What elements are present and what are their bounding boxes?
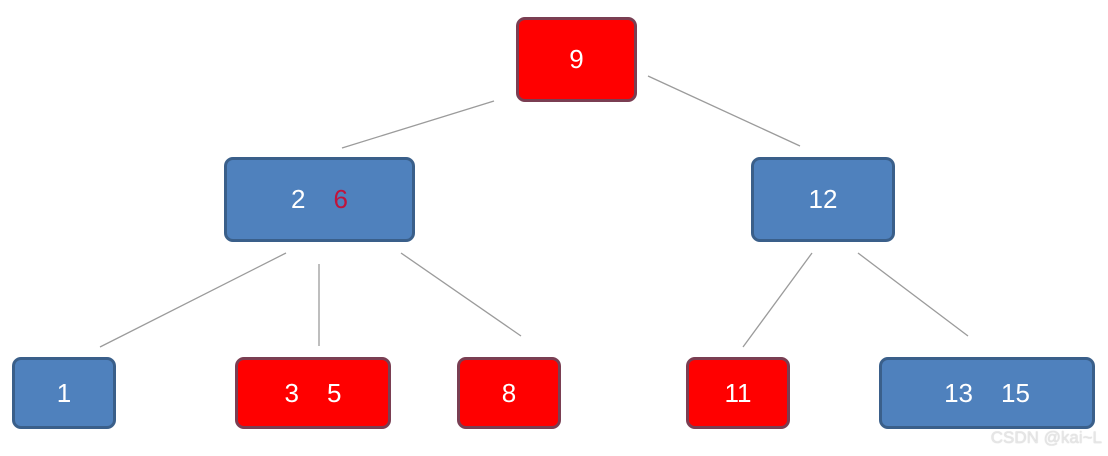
edge-9-to-12 (647, 75, 801, 147)
node-key: 15 (1001, 377, 1030, 408)
edge-9-to-2-6 (341, 100, 495, 149)
node-key: 1 (56, 377, 72, 408)
node-key: 2 (291, 184, 306, 214)
node-key: 9 (569, 44, 584, 74)
tree-node-9: 9 (516, 17, 637, 102)
tree-node-12: 12 (751, 157, 895, 242)
node-key: 3 (284, 377, 299, 408)
node-key: 12 (808, 184, 838, 214)
tree-node-2-6: 2 6 (224, 157, 415, 242)
edge-2-6-to-1 (99, 252, 287, 348)
tree-node-3-5: 3 5 (235, 357, 391, 429)
node-key: 5 (327, 377, 342, 408)
node-key: 8 (501, 377, 517, 408)
tree-node-8: 8 (457, 357, 561, 429)
node-key: 13 (944, 377, 973, 408)
tree-node-1: 1 (12, 357, 116, 429)
tree-node-11: 11 (686, 357, 790, 429)
edge-2-6-to-8 (400, 252, 522, 337)
tree-node-13-15: 13 15 (879, 357, 1095, 429)
edge-12-to-13-15 (857, 252, 969, 337)
node-key: 11 (724, 377, 752, 408)
watermark-text: CSDN @kai~L (990, 428, 1102, 447)
node-key-highlighted: 6 (333, 184, 348, 214)
edge-12-to-11 (742, 252, 813, 348)
